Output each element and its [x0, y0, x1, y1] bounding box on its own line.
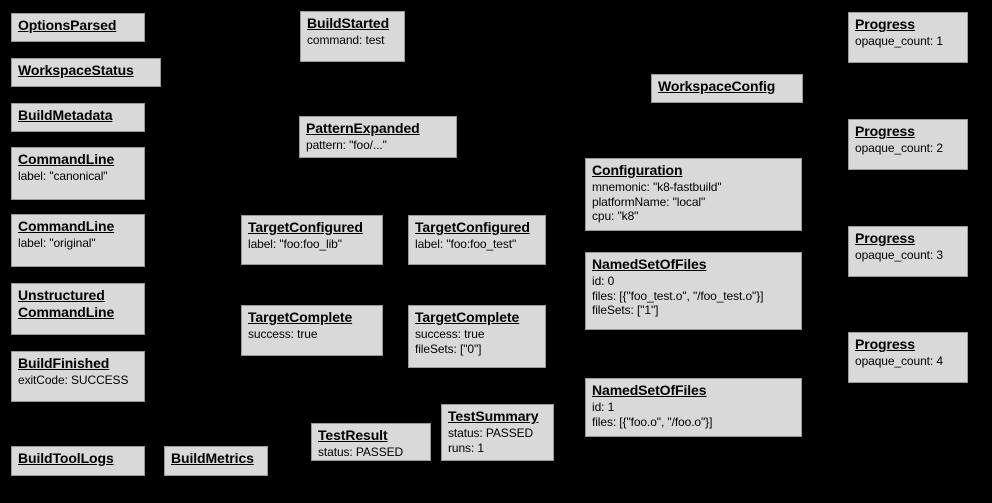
node-title: Configuration: [592, 162, 683, 178]
node-field: fileSets: ["0"]: [415, 341, 482, 356]
node-progress-1[interactable]: Progress opaque_count: 1: [848, 12, 968, 63]
node-title: PatternExpanded: [306, 120, 420, 136]
node-title: CommandLine: [18, 218, 115, 234]
node-field: opaque_count: 4: [855, 354, 943, 368]
node-fields: opaque_count: 2: [855, 141, 961, 156]
node-field: command: test: [307, 33, 385, 47]
node-field: files: [{"foo.o", "/foo.o"}]: [592, 414, 713, 429]
node-field: success: true: [248, 327, 318, 341]
node-field: opaque_count: 3: [855, 248, 943, 262]
node-title: BuildMetrics: [171, 450, 254, 466]
node-target-complete-lib[interactable]: TargetComplete success: true: [241, 305, 383, 356]
node-field: status: PASSED: [448, 426, 534, 440]
node-field: id: 1: [592, 400, 615, 414]
node-test-result[interactable]: TestResult status: PASSED: [311, 423, 431, 461]
node-fields: exitCode: SUCCESS: [18, 373, 138, 388]
node-pattern-expanded[interactable]: PatternExpanded pattern: "foo/...": [299, 116, 457, 158]
node-title: BuildToolLogs: [18, 450, 114, 466]
node-title: TargetComplete: [248, 309, 353, 325]
node-field: success: true: [415, 327, 485, 341]
node-target-configured-foo-test[interactable]: TargetConfigured label: "foo:foo_test": [408, 215, 546, 265]
node-fields: command: test: [307, 33, 398, 48]
node-field: exitCode: SUCCESS: [18, 373, 129, 387]
node-title: BuildMetadata: [18, 107, 113, 123]
node-fields: pattern: "foo/...": [306, 138, 450, 153]
node-field: cpu: "k8": [592, 209, 639, 223]
node-title: Progress: [855, 123, 915, 139]
node-title: OptionsParsed: [18, 17, 117, 33]
node-title: TestResult: [318, 427, 388, 443]
node-progress-3[interactable]: Progress opaque_count: 3: [848, 226, 968, 277]
node-title: TargetConfigured: [248, 219, 363, 235]
node-build-started[interactable]: BuildStarted command: test: [300, 11, 405, 62]
node-workspace-status[interactable]: WorkspaceStatus: [11, 58, 161, 87]
node-command-line-canonical[interactable]: CommandLine label: "canonical": [11, 147, 145, 200]
node-title: Progress: [855, 336, 915, 352]
node-fields: opaque_count: 4: [855, 354, 961, 369]
node-field: label: "foo:foo_lib": [248, 237, 342, 251]
node-field: label: "canonical": [18, 169, 108, 183]
node-field: opaque_count: 1: [855, 34, 943, 48]
node-fields: label: "canonical": [18, 169, 138, 184]
node-title: WorkspaceConfig: [658, 78, 776, 94]
node-field: files: [{"foo_test.o", "/foo_test.o"}]: [592, 288, 764, 303]
node-configuration[interactable]: Configuration mnemonic: "k8-fastbuild"pla…: [585, 158, 802, 231]
node-field: pattern: "foo/...": [306, 138, 387, 152]
node-fields: success: true: [248, 327, 376, 342]
node-fields: label: "foo:foo_test": [415, 237, 539, 252]
node-field: mnemonic: "k8-fastbuild": [592, 180, 722, 194]
node-title: NamedSetOfFiles: [592, 382, 707, 398]
node-field: fileSets: ["1"]: [592, 303, 659, 317]
node-title: CommandLine: [18, 151, 115, 167]
node-fields: opaque_count: 3: [855, 248, 961, 263]
node-field: opaque_count: 2: [855, 141, 943, 155]
node-build-metadata[interactable]: BuildMetadata: [11, 103, 145, 132]
node-title: WorkspaceStatus: [18, 62, 134, 78]
node-field: label: "original": [18, 236, 96, 250]
node-build-metrics[interactable]: BuildMetrics: [164, 446, 268, 476]
node-build-finished[interactable]: BuildFinished exitCode: SUCCESS: [11, 351, 145, 402]
node-progress-2[interactable]: Progress opaque_count: 2: [848, 119, 968, 170]
node-progress-4[interactable]: Progress opaque_count: 4: [848, 332, 968, 383]
node-options-parsed[interactable]: OptionsParsed: [11, 13, 145, 42]
node-field: runs: 1: [448, 440, 484, 455]
node-title: Progress: [855, 230, 915, 246]
node-title: BuildFinished: [18, 355, 110, 371]
node-fields: opaque_count: 1: [855, 34, 961, 49]
node-field: status: PASSED: [318, 445, 404, 459]
node-title: Progress: [855, 16, 915, 32]
node-workspace-config[interactable]: WorkspaceConfig: [651, 74, 803, 103]
node-command-line-original[interactable]: CommandLine label: "original": [11, 214, 145, 267]
node-fields: label: "foo:foo_lib": [248, 237, 376, 252]
node-title: BuildStarted: [307, 15, 390, 31]
node-title: NamedSetOfFiles: [592, 256, 707, 272]
node-title: TestSummary: [448, 408, 539, 424]
node-fields: label: "original": [18, 236, 138, 251]
node-unstructured-command-line[interactable]: Unstructured CommandLine: [11, 283, 145, 335]
node-field: label: "foo:foo_test": [415, 237, 517, 251]
node-build-tool-logs[interactable]: BuildToolLogs: [11, 446, 145, 476]
node-field: platformName: "local": [592, 194, 706, 209]
node-target-configured-foo-lib[interactable]: TargetConfigured label: "foo:foo_lib": [241, 215, 383, 265]
node-fields: status: PASSED: [318, 445, 424, 460]
node-title: TargetComplete: [415, 309, 520, 325]
node-title: TargetConfigured: [415, 219, 530, 235]
node-fields: mnemonic: "k8-fastbuild"platformName: "l…: [592, 180, 795, 224]
node-field: id: 0: [592, 274, 615, 288]
node-title: Unstructured CommandLine: [18, 287, 115, 320]
